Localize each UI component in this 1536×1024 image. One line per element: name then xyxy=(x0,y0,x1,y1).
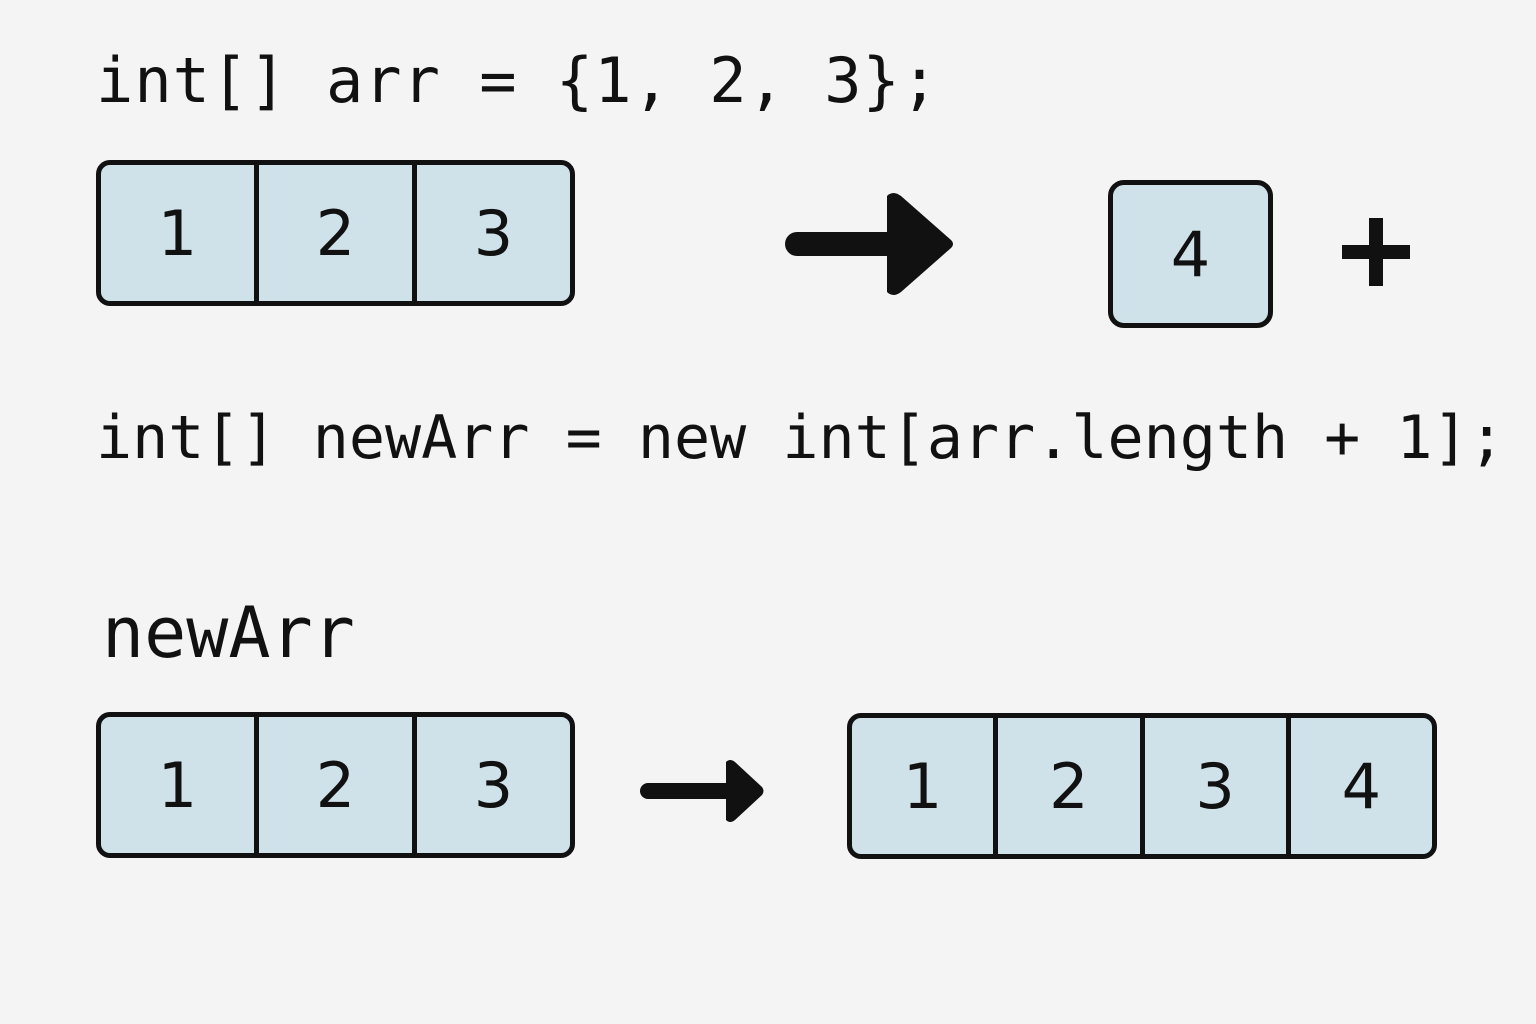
original-array-cell: 1 xyxy=(101,165,259,301)
new-array-label: newArr xyxy=(102,592,355,674)
new-element-box: 4 xyxy=(1108,180,1273,328)
original-array-cell: 3 xyxy=(473,196,514,270)
array-allocation-code: int[] newArr = new int[arr.length + 1]; xyxy=(96,403,1505,473)
arrow-right-icon xyxy=(640,760,764,822)
plus-icon xyxy=(1342,218,1410,286)
arrow-right-icon xyxy=(785,193,953,295)
original-array-cell: 2 xyxy=(259,165,417,301)
result-array: 1 2 3 4 xyxy=(847,713,1437,859)
original-array: 1 2 3 xyxy=(96,160,575,306)
result-array-cell: 4 xyxy=(1341,749,1382,823)
copied-array-cell: 1 xyxy=(101,717,259,853)
copied-array-cell: 3 xyxy=(473,748,514,822)
result-array-cell: 3 xyxy=(1145,718,1291,854)
copied-array: 1 2 3 xyxy=(96,712,575,858)
copied-array-cell: 2 xyxy=(259,717,417,853)
array-declaration-code: int[] arr = {1, 2, 3}; xyxy=(96,44,940,117)
result-array-cell: 1 xyxy=(852,718,999,854)
result-array-cell: 2 xyxy=(998,718,1145,854)
